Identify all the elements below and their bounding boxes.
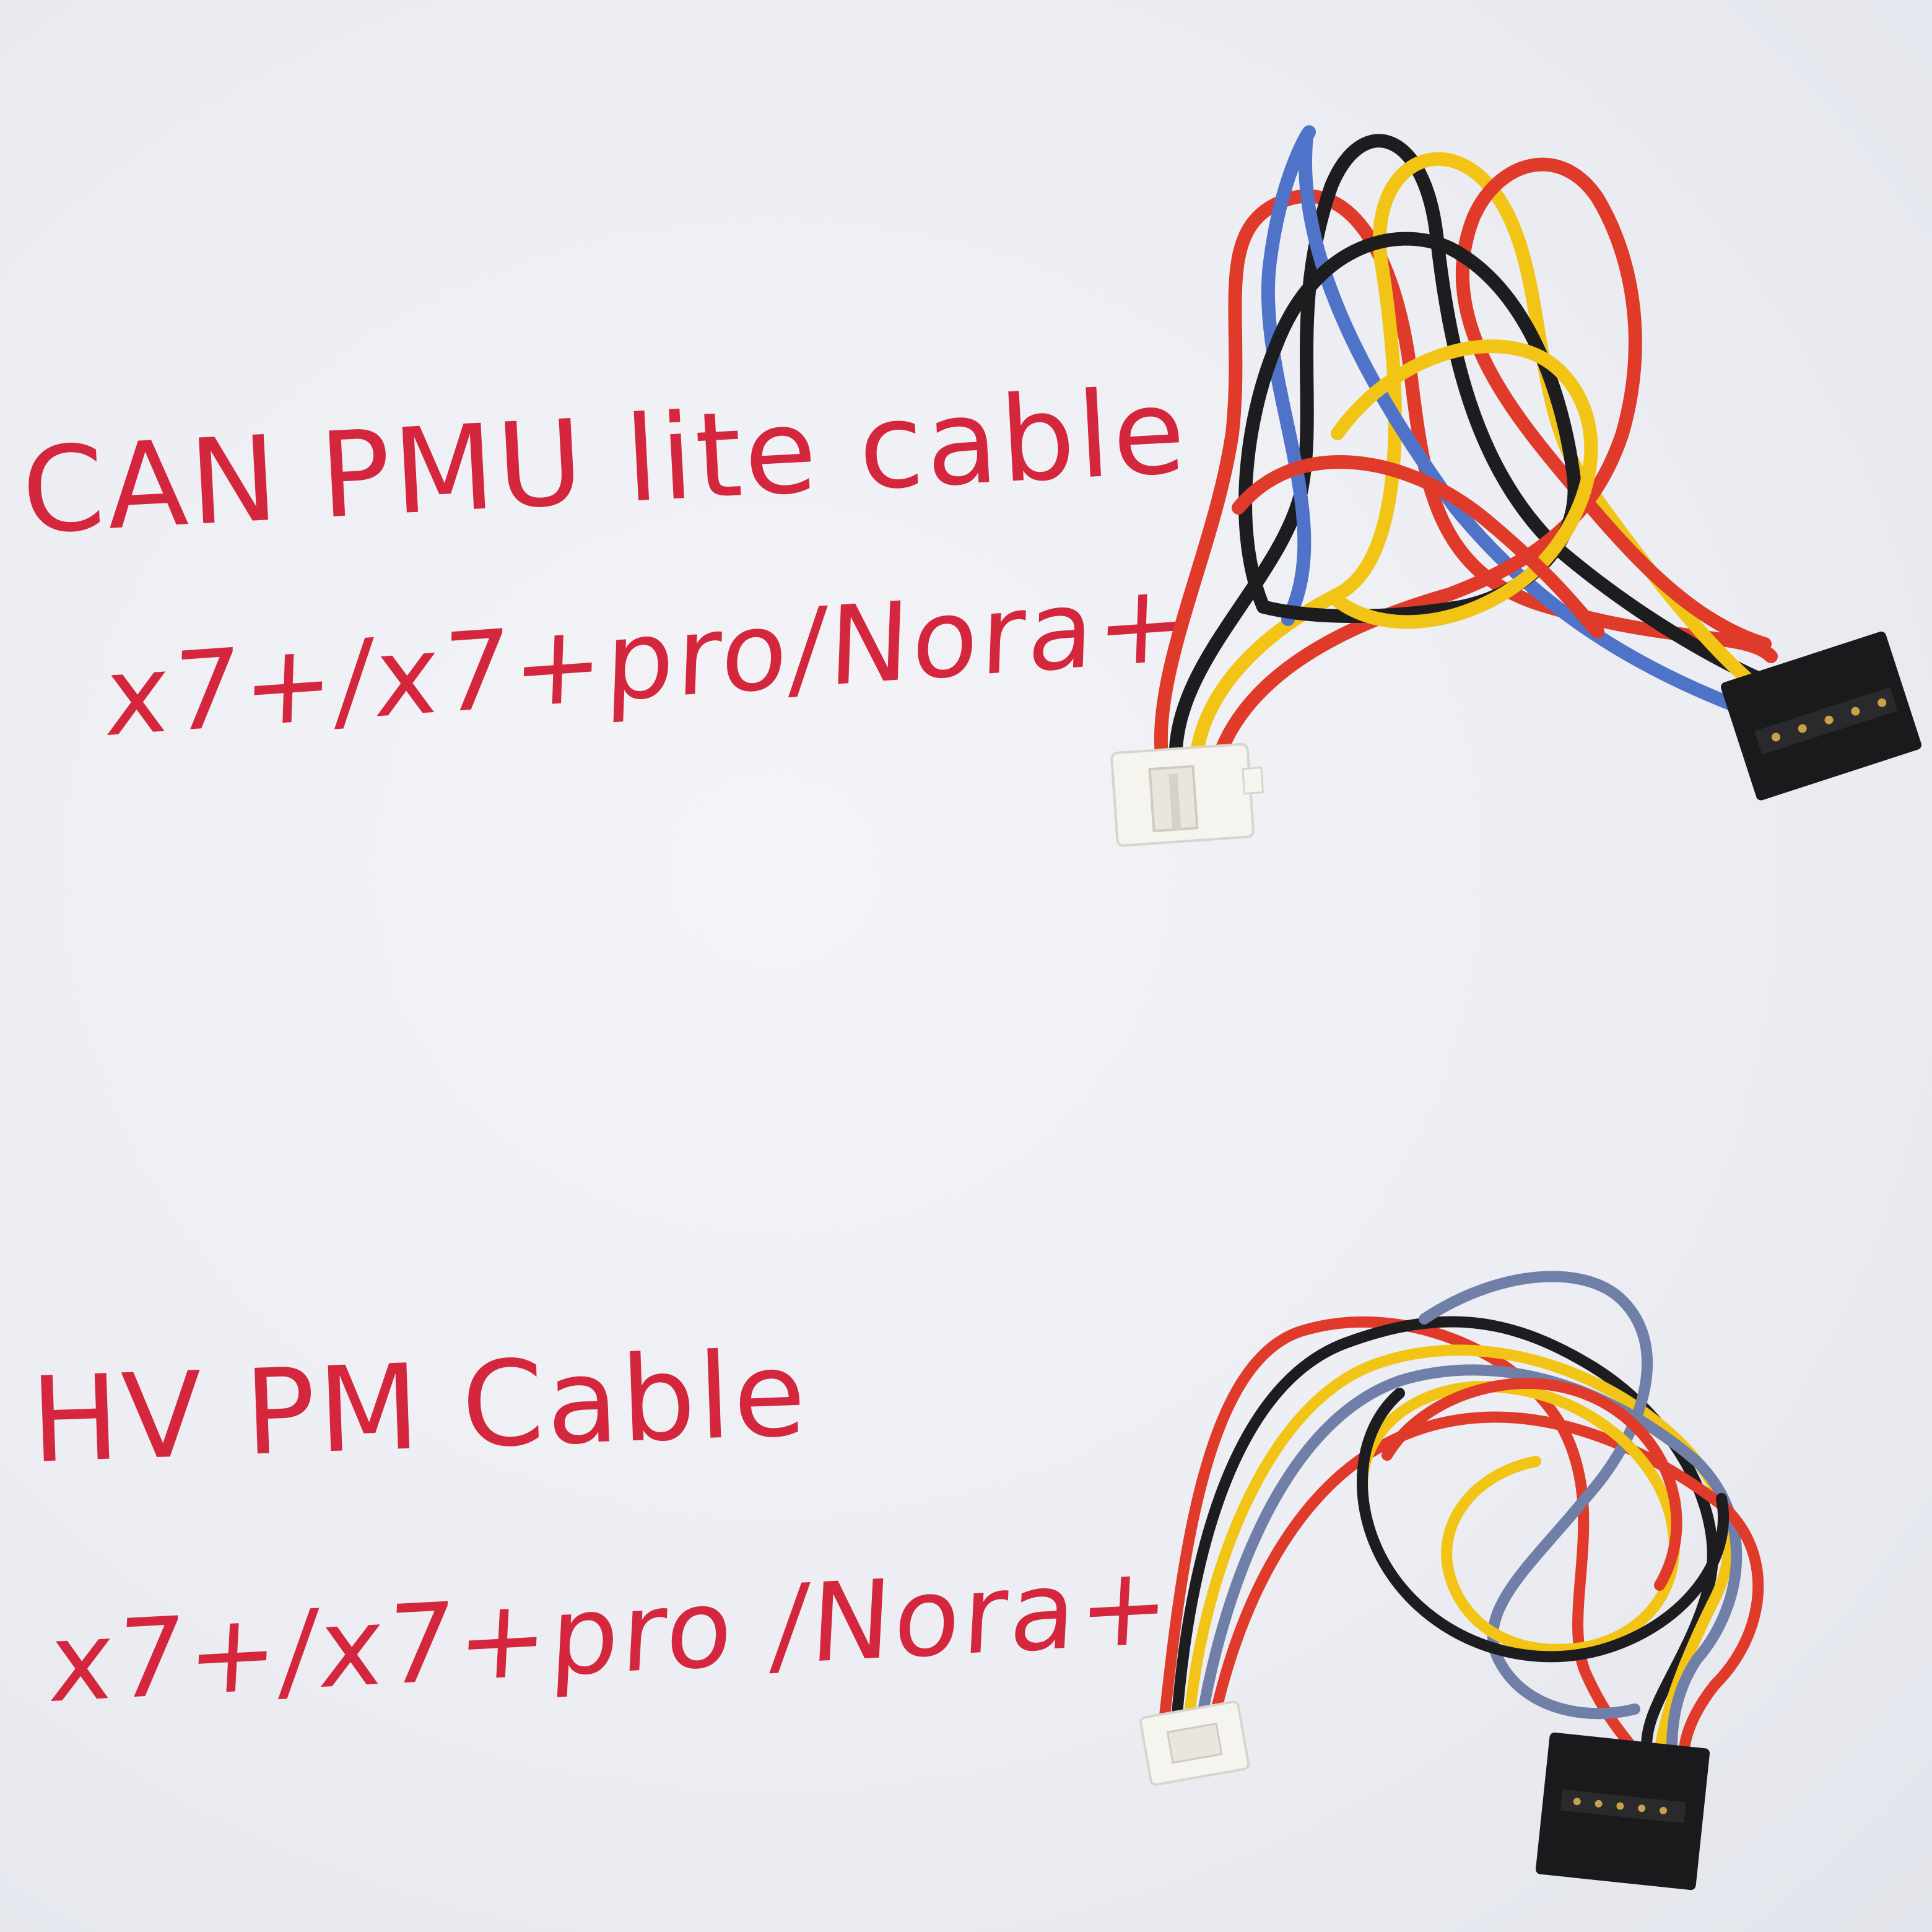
- black-header-connector-2: [1536, 1732, 1710, 1891]
- wire-red-2: [1207, 157, 1772, 781]
- wire-yellow-4: [1183, 1344, 1734, 1758]
- wire-red-4: [1159, 1316, 1640, 1758]
- black-header-connector-1: [1721, 631, 1921, 801]
- wire-blue-1: [1261, 125, 1759, 719]
- wire-black-2: [1238, 232, 1582, 623]
- white-jst-connector-1: [1110, 742, 1264, 847]
- wire-black-1: [1168, 134, 1772, 781]
- wire-red-3: [1232, 455, 1604, 638]
- can-pmu-lite-cable: [1110, 125, 1921, 847]
- white-jst-connector-2: [1139, 1700, 1250, 1786]
- wire-black-5: [1357, 1388, 1730, 1663]
- wire-yellow-2: [1331, 339, 1598, 629]
- hv-pm-cable: [1139, 1271, 1764, 1891]
- wire-red-6: [1382, 1378, 1682, 1591]
- wire-yellow-5: [1357, 1381, 1680, 1655]
- wire-yellow-1: [1188, 152, 1772, 781]
- wire-black-4: [1171, 1316, 1718, 1758]
- wire-slate-5: [1419, 1271, 1653, 1720]
